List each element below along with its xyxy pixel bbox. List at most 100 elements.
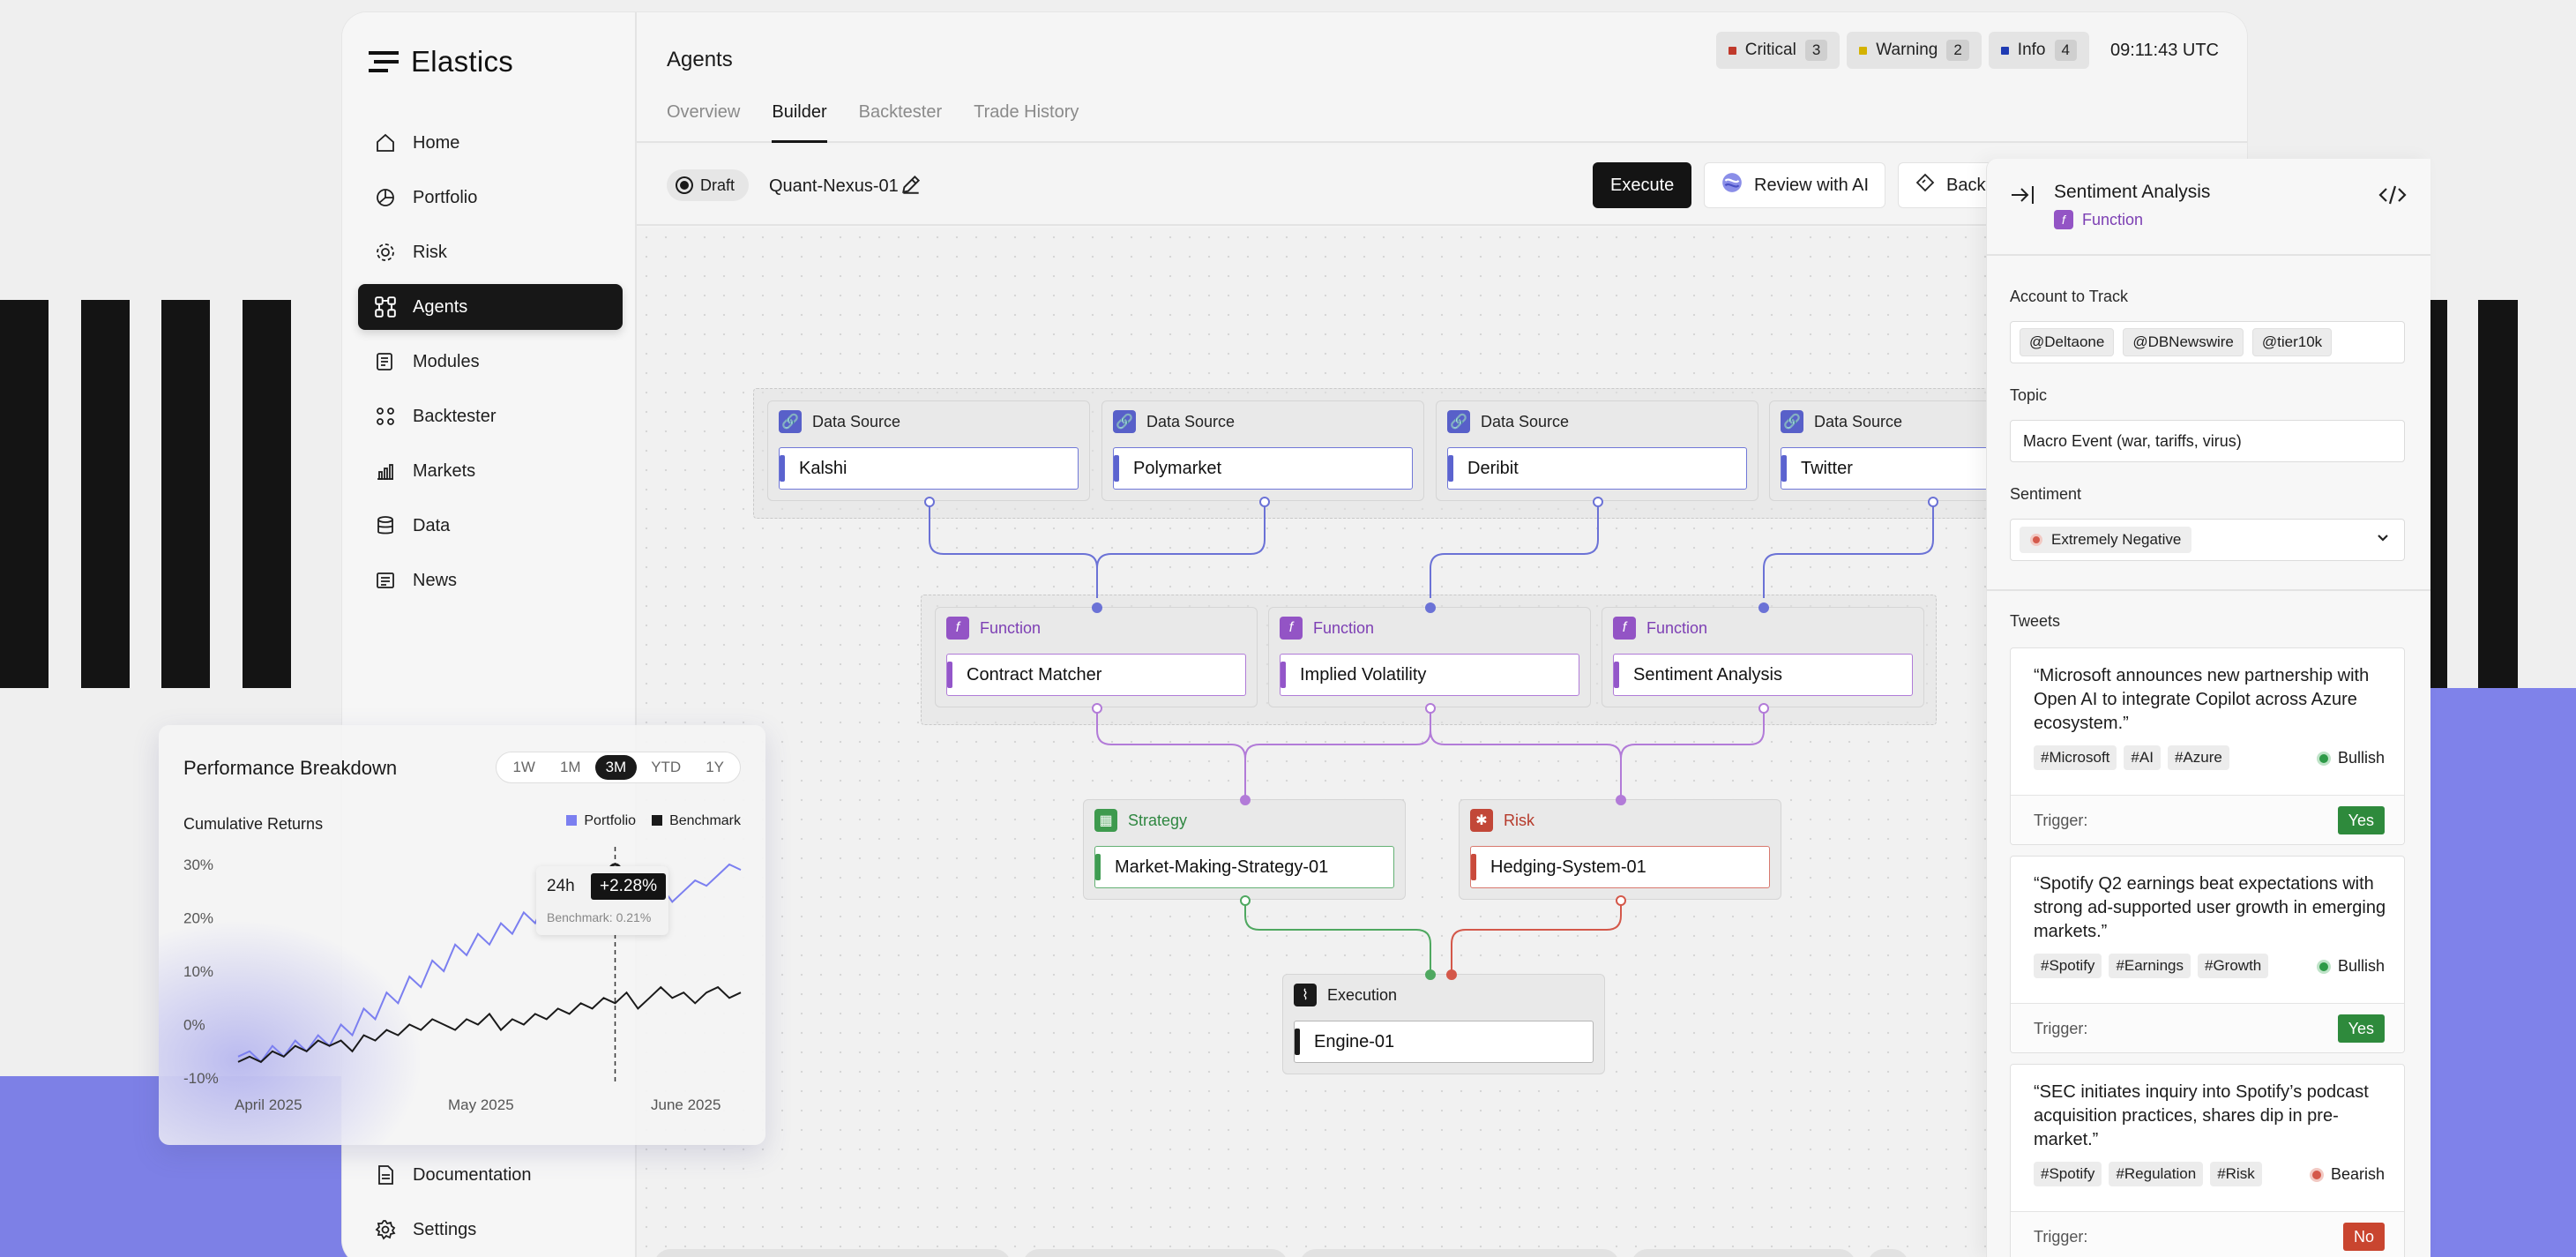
bottom-pill[interactable] — [1300, 1249, 1619, 1257]
tweet-sentiment: Bearish — [2309, 1165, 2385, 1184]
sidebar-item-label: Documentation — [413, 1164, 532, 1185]
node-name: Hedging-System-01 — [1470, 846, 1770, 888]
node-strategy[interactable]: ▦Strategy Market-Making-Strategy-01 — [1083, 799, 1406, 900]
account-chip[interactable]: @tier10k — [2251, 328, 2333, 356]
sidebar-item-news[interactable]: News — [358, 557, 623, 603]
tweet-card[interactable]: “SEC initiates inquiry into Spotify’s po… — [2010, 1064, 2405, 1257]
tweet-card[interactable]: “Microsoft announces new partnership wit… — [2010, 647, 2405, 845]
legend-label: Portfolio — [584, 813, 637, 828]
panel-subtitle-label: Function — [2082, 210, 2144, 228]
chart-subtitle: Cumulative Returns — [183, 815, 324, 833]
pencil-icon[interactable] — [900, 173, 922, 200]
logo[interactable]: Elastics — [369, 35, 513, 88]
review-with-ai-button[interactable]: Review with AI — [1704, 162, 1886, 208]
agents-icon — [372, 294, 399, 320]
bottom-pill[interactable] — [654, 1249, 1011, 1257]
alert-warning[interactable]: Warning 2 — [1847, 32, 1982, 69]
topic-input[interactable]: Macro Event (war, tariffs, virus) — [2010, 420, 2405, 462]
tweet-tag: #Risk — [2210, 1162, 2262, 1186]
alert-count: 2 — [1946, 40, 1969, 61]
tab-builder[interactable]: Builder — [772, 97, 827, 143]
alert-info[interactable]: Info 4 — [1988, 32, 2089, 69]
tweet-tag: #AI — [2124, 745, 2161, 770]
sidebar-item-documentation[interactable]: Documentation — [358, 1152, 623, 1198]
sidebar-item-backtester[interactable]: Backtester — [358, 393, 623, 439]
range-1w[interactable]: 1W — [512, 759, 535, 775]
node-data-source-polymarket[interactable]: 🔗Data Source Polymarket — [1101, 400, 1424, 501]
node-type: Data Source — [812, 412, 901, 430]
sidebar-item-markets[interactable]: Markets — [358, 448, 623, 494]
tweet-tags: #Spotify #Earnings #Growth — [2034, 954, 2269, 978]
range-ytd[interactable]: YTD — [651, 759, 682, 775]
sidebar-item-risk[interactable]: Risk — [358, 229, 623, 275]
tab-trade-history[interactable]: Trade History — [974, 102, 1079, 122]
range-selector: 1W 1M 3M YTD 1Y — [496, 752, 741, 783]
sidebar-item-label: News — [413, 570, 458, 590]
y-tick-label: 10% — [183, 963, 213, 980]
link-icon: 🔗 — [1447, 410, 1470, 433]
sentiment-label: Sentiment — [2010, 485, 2082, 503]
execute-button[interactable]: Execute — [1593, 162, 1692, 208]
bottom-pill[interactable] — [1631, 1249, 1855, 1257]
app-window: Elastics Home Portfolio Risk Agents Modu… — [342, 12, 2247, 1257]
tooltip-value: +2.28% — [591, 873, 666, 900]
sidebar-item-label: Agents — [413, 296, 468, 317]
backtester-icon — [372, 403, 399, 430]
sidebar-item-settings[interactable]: Settings — [358, 1207, 623, 1253]
tab-backtester[interactable]: Backtester — [858, 102, 943, 122]
bottom-pill[interactable] — [1023, 1249, 1288, 1257]
collapse-panel-icon[interactable] — [2010, 183, 2036, 211]
execution-icon: ⌇ — [1294, 984, 1317, 1006]
link-icon: 🔗 — [1113, 410, 1136, 433]
sidebar-nav: Home Portfolio Risk Agents Modules Backt… — [358, 120, 623, 612]
tweet-trigger-row: Trigger:Yes — [2011, 795, 2404, 844]
function-icon: f — [2054, 210, 2073, 229]
account-input[interactable]: @Deltaone @DBNewswire @tier10k — [2010, 321, 2405, 363]
node-type: Data Source — [1814, 412, 1903, 430]
ai-icon — [1721, 171, 1743, 199]
sentiment-select[interactable]: Extremely Negative — [2010, 519, 2405, 561]
sidebar-item-portfolio[interactable]: Portfolio — [358, 175, 623, 221]
tweet-card[interactable]: “Spotify Q2 earnings beat expectations w… — [2010, 856, 2405, 1053]
trigger-label: Trigger: — [2034, 1020, 2088, 1037]
account-chip[interactable]: @Deltaone — [2020, 328, 2115, 356]
tab-overview[interactable]: Overview — [667, 102, 741, 122]
sidebar-item-modules[interactable]: Modules — [358, 339, 623, 385]
node-name: Kalshi — [779, 447, 1079, 490]
range-1y[interactable]: 1Y — [706, 759, 724, 775]
sidebar-item-label: Backtester — [413, 406, 497, 426]
node-data-source-deribit[interactable]: 🔗Data Source Deribit — [1436, 400, 1758, 501]
utc-clock: 09:11:43 UTC — [2109, 40, 2219, 60]
tab-bar: Overview Builder Backtester Trade Histor… — [667, 97, 1079, 143]
code-icon[interactable] — [2378, 183, 2407, 211]
topic-label: Topic — [2010, 386, 2048, 404]
sidebar-item-agents[interactable]: Agents — [358, 284, 623, 330]
trigger-value: Yes — [2337, 1014, 2385, 1043]
node-execution[interactable]: ⌇Execution Engine-01 — [1282, 974, 1605, 1074]
node-risk[interactable]: ✱Risk Hedging-System-01 — [1459, 799, 1781, 900]
tweet-tags: #Spotify #Regulation #Risk — [2034, 1162, 2262, 1186]
range-1m[interactable]: 1M — [559, 759, 581, 775]
alert-critical[interactable]: Critical 3 — [1715, 32, 1841, 69]
tweet-trigger-row: Trigger: Yes — [2011, 1003, 2404, 1052]
alert-count: 3 — [1804, 40, 1828, 61]
bottom-pill[interactable] — [1868, 1249, 1908, 1257]
legend-swatch — [652, 815, 663, 826]
tweet-text: “Microsoft announces new partnership wit… — [2034, 666, 2370, 733]
sidebar-item-label: Data — [413, 515, 451, 535]
backtest-label: Backt — [1946, 175, 1991, 195]
agent-name: Quant-Nexus-01 — [769, 176, 899, 196]
card-glow — [159, 919, 423, 1145]
sidebar-item-home[interactable]: Home — [358, 120, 623, 166]
range-3m[interactable]: 3M — [594, 755, 638, 780]
builder-canvas[interactable]: 🔗Data Source Kalshi 🔗Data Source Polymar… — [637, 228, 2247, 1257]
node-data-source-kalshi[interactable]: 🔗Data Source Kalshi — [767, 400, 1090, 501]
sidebar-item-data[interactable]: Data — [358, 503, 623, 549]
account-chip[interactable]: @DBNewswire — [2123, 328, 2244, 356]
tooltip-benchmark: Benchmark: 0.21% — [547, 910, 652, 924]
info-dot — [2000, 46, 2009, 55]
